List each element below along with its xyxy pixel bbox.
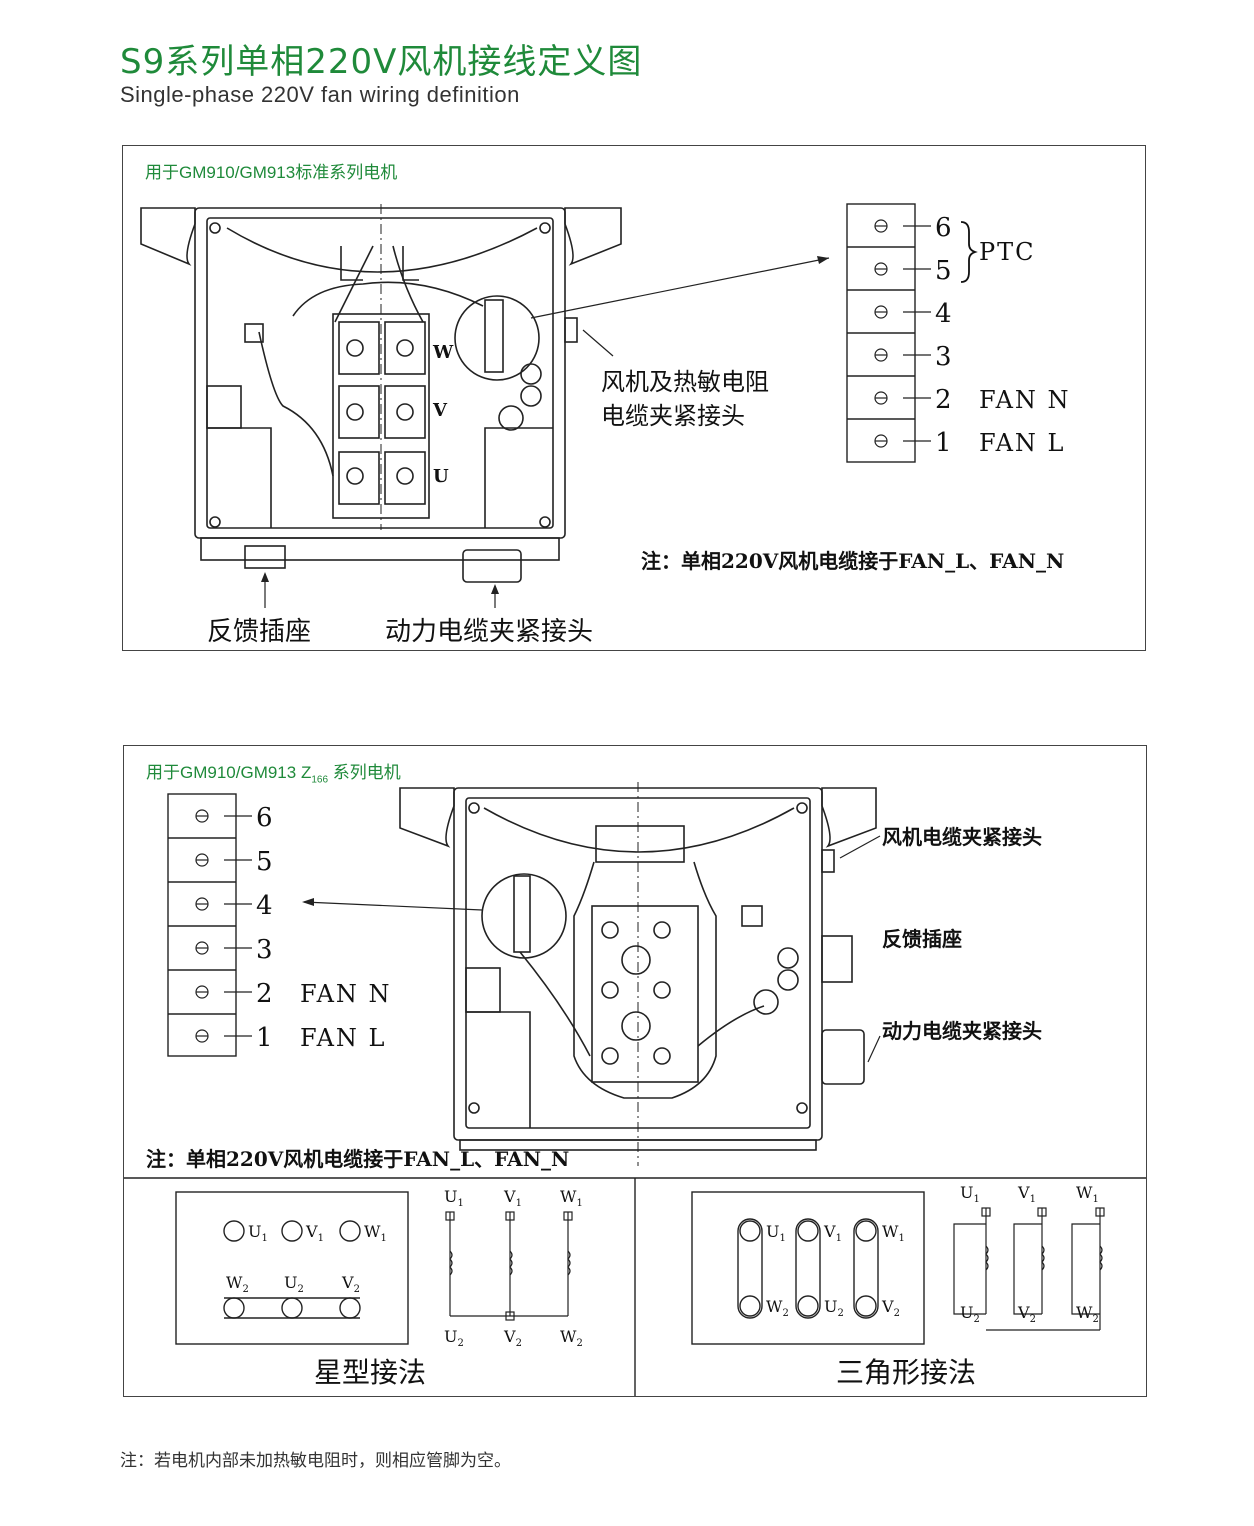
- z166-series-title: 用于GM910/GM913 Z166 系列电机: [146, 763, 401, 786]
- delta-top-w: W1: [882, 1222, 905, 1244]
- terminal-strip: [846, 203, 916, 463]
- star-schem-top-w: W1: [560, 1187, 583, 1209]
- strip-signal-labels: FAN N FAN L: [979, 386, 1071, 457]
- fan-cable-callout-arrow: [582, 329, 614, 357]
- feedback-socket-label: 反馈插座: [882, 927, 962, 951]
- fan-cable-callout-line2: 电缆夹紧接头: [601, 402, 745, 430]
- terminal-strip: [167, 793, 237, 1057]
- strip-label-fan-n: FAN N: [300, 980, 392, 1008]
- strip-screws: [195, 809, 252, 1043]
- strip-numbers: 6 5 4 3 2 1: [256, 803, 273, 1053]
- power-cable-gland-label: 动力电缆夹紧接头: [385, 617, 593, 647]
- page-subtitle: Single-phase 220V fan wiring definition: [120, 82, 520, 107]
- standard-series-title: 用于GM910/GM913标准系列电机: [145, 163, 398, 182]
- strip-num-4: 4: [256, 891, 273, 921]
- terminal-letter-labels: W V U: [432, 342, 454, 487]
- wiring-note: 注：单相220V风机电缆接于FAN_L、FAN_N: [146, 1147, 569, 1171]
- motor-junction-box: [399, 782, 877, 1166]
- strip-num-6: 6: [935, 213, 952, 243]
- ptc-brace: [960, 221, 978, 283]
- delta-schem-top-u: U1: [960, 1183, 980, 1205]
- fan-cable-gland-label: 风机电缆夹紧接头: [882, 825, 1042, 849]
- delta-schem-bottom-w: W2: [1076, 1303, 1099, 1325]
- star-bottom-v: V2: [341, 1273, 360, 1295]
- star-schem-top-u: U1: [444, 1187, 464, 1209]
- terminal-label-u: U: [433, 466, 449, 487]
- delta-schem-bottom-v: V2: [1017, 1303, 1036, 1325]
- strip-label-fan-l: FAN L: [300, 1024, 386, 1052]
- star-top-w: W1: [364, 1222, 387, 1244]
- strip-num-3: 3: [256, 935, 273, 965]
- page-title: S9系列单相220V风机接线定义图: [120, 42, 643, 82]
- star-connection: U1 V1 W1 W2 U2 V2 U1 V1: [175, 1187, 583, 1389]
- power-cable-gland-label: 动力电缆夹紧接头: [882, 1019, 1042, 1043]
- terminal-label-v: V: [432, 400, 448, 421]
- delta-connection: U1 V1 W1 W2 U2 V2: [691, 1183, 1105, 1389]
- delta-schem-top-v: V1: [1017, 1183, 1036, 1205]
- z166-series-drawing: 6 5 4 3 2 1 FAN N FAN L: [124, 782, 1146, 1396]
- delta-bottom-v: V2: [881, 1297, 900, 1319]
- delta-bottom-u: U2: [824, 1297, 844, 1319]
- terminal-label-w: W: [432, 342, 454, 363]
- strip-num-5: 5: [935, 256, 952, 286]
- standard-series-panel: 用于GM910/GM913标准系列电机: [122, 145, 1146, 651]
- strip-num-4: 4: [935, 299, 952, 329]
- strip-num-6: 6: [256, 803, 273, 833]
- strip-num-1: 1: [256, 1023, 273, 1053]
- delta-top-v: V1: [823, 1222, 842, 1244]
- strip-screws: [874, 219, 931, 448]
- strip-num-2: 2: [256, 979, 273, 1009]
- star-bottom-w: W2: [226, 1273, 249, 1295]
- strip-label-fan-l: FAN L: [979, 429, 1065, 457]
- delta-schem-top-w: W1: [1076, 1183, 1099, 1205]
- star-top-v: V1: [305, 1222, 324, 1244]
- strip-num-3: 3: [935, 342, 952, 372]
- star-schem-bottom-u: U2: [444, 1327, 464, 1349]
- zoom-arrow: [303, 901, 483, 911]
- motor-junction-box: [140, 204, 622, 583]
- standard-series-drawing: W V U 6 5: [140, 203, 1071, 647]
- star-top-u: U1: [248, 1222, 268, 1244]
- strip-num-1: 1: [935, 428, 952, 458]
- strip-label-fan-n: FAN N: [979, 386, 1071, 414]
- star-schem-bottom-v: V2: [503, 1327, 522, 1349]
- wiring-note: 注：单相220V风机电缆接于FAN_L、FAN_N: [641, 549, 1064, 573]
- ptc-label: PTC: [979, 238, 1036, 266]
- footnote: 注：若电机内部未加热敏电阻时，则相应管脚为空。: [120, 1451, 511, 1471]
- strip-numbers: 6 5 4 3 2 1: [935, 213, 952, 458]
- star-title: 星型接法: [314, 1356, 426, 1389]
- delta-title: 三角形接法: [836, 1356, 976, 1389]
- z166-series-panel: 用于GM910/GM913 Z166 系列电机 6 5 4 3: [123, 745, 1147, 1397]
- star-schem-top-v: V1: [503, 1187, 522, 1209]
- feedback-socket-label: 反馈插座: [207, 617, 311, 647]
- zoom-arrow: [530, 257, 830, 319]
- star-schem-bottom-w: W2: [560, 1327, 583, 1349]
- strip-num-2: 2: [935, 385, 952, 415]
- strip-signal-labels: FAN N FAN L: [300, 980, 392, 1052]
- star-bottom-u: U2: [284, 1273, 304, 1295]
- delta-bottom-w: W2: [766, 1297, 789, 1319]
- strip-num-5: 5: [256, 847, 273, 877]
- delta-schem-bottom-u: U2: [960, 1303, 980, 1325]
- fan-cable-callout-line1: 风机及热敏电阻: [601, 368, 769, 396]
- delta-top-u: U1: [766, 1222, 786, 1244]
